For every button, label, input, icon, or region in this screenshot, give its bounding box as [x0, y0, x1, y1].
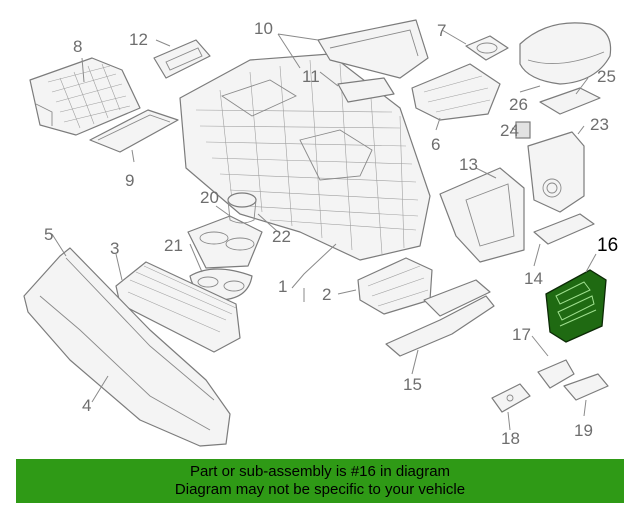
part-11-pad[interactable] — [337, 77, 395, 103]
part-15-trim[interactable] — [385, 279, 495, 357]
callout-23: 23 — [590, 115, 609, 134]
callout-4: 4 — [82, 396, 91, 415]
callout-21: 21 — [164, 236, 183, 255]
part-6-bracket[interactable] — [411, 63, 501, 121]
part-20-cupholder[interactable] — [187, 215, 263, 269]
callout-25: 25 — [597, 67, 616, 86]
part-13-bezel[interactable] — [439, 167, 525, 263]
callout-11: 11 — [302, 67, 320, 86]
part-12-panel[interactable] — [153, 39, 211, 79]
callout-26: 26 — [509, 95, 528, 114]
callout-17: 17 — [512, 325, 531, 344]
part-18-switch[interactable] — [491, 383, 531, 413]
callout-12: 12 — [129, 30, 148, 49]
part-17-piece[interactable] — [537, 359, 575, 389]
part-14-insert[interactable] — [533, 213, 595, 245]
callout-7: 7 — [437, 21, 446, 40]
callout-labels: 8 9 12 10 11 7 6 24 23 26 25 13 14 16 20… — [44, 19, 618, 448]
callout-3: 3 — [110, 239, 119, 258]
banner-line-1: Part or sub-assembly is #16 in diagram — [189, 463, 451, 480]
parts-diagram: 8 9 12 10 11 7 6 24 23 26 25 13 14 16 20… — [23, 19, 618, 448]
callout-5: 5 — [44, 225, 53, 244]
callout-13: 13 — [459, 155, 478, 174]
part-26-armrest[interactable] — [519, 22, 612, 85]
callout-9: 9 — [125, 171, 134, 190]
callout-14: 14 — [524, 269, 543, 288]
callout-1: 1 — [278, 277, 287, 296]
banner-line-2: Diagram may not be specific to your vehi… — [174, 481, 466, 498]
part-8-bracket[interactable] — [29, 57, 141, 136]
part-25-tray[interactable] — [539, 87, 601, 115]
callout-15: 15 — [403, 375, 422, 394]
part-10-lid[interactable] — [317, 19, 429, 79]
part-9-tray[interactable] — [89, 109, 179, 153]
callout-22: 22 — [272, 227, 291, 246]
callout-8: 8 — [73, 37, 82, 56]
callout-20: 20 — [200, 188, 219, 207]
leader-lines — [51, 29, 597, 431]
part-16-panel-highlighted[interactable] — [545, 269, 607, 343]
callout-10: 10 — [254, 19, 273, 38]
part-19-tray[interactable] — [563, 373, 609, 401]
callout-19: 19 — [574, 421, 593, 440]
callout-6: 6 — [431, 135, 440, 154]
callout-24: 24 — [500, 121, 519, 140]
callout-18: 18 — [501, 429, 520, 448]
part-4-side-panel[interactable] — [23, 247, 231, 447]
callout-16: 16 — [597, 235, 618, 256]
callout-2: 2 — [322, 285, 331, 304]
console-main-body[interactable] — [179, 53, 431, 261]
part-22-cup[interactable] — [227, 192, 257, 224]
part-23-bin[interactable] — [527, 131, 585, 213]
part-7-cap[interactable] — [465, 35, 509, 61]
info-banner: Part or sub-assembly is #16 in diagram D… — [16, 459, 624, 503]
part-2-bracket[interactable] — [357, 257, 433, 315]
